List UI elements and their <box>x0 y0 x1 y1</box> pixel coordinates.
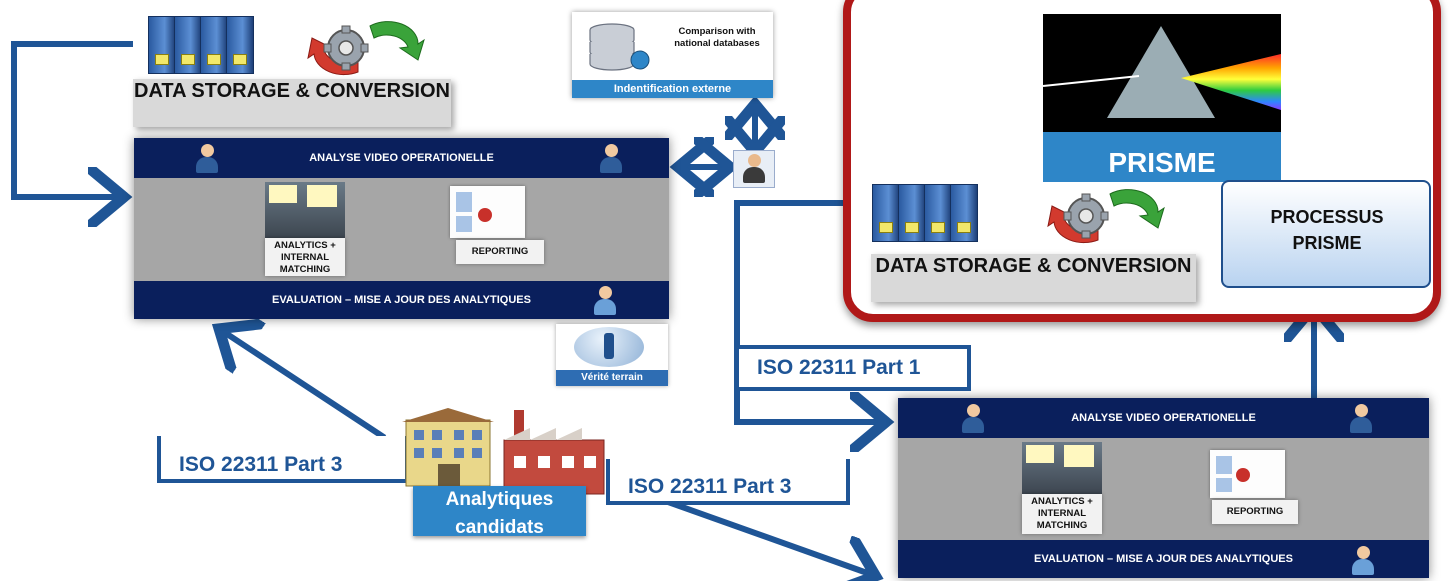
left-panel-bottom-title: EVALUATION – MISE A JOUR DES ANALYTIQUES <box>272 294 531 306</box>
database-icon <box>589 23 650 71</box>
left-analytics-label: ANALYTICS + INTERNAL MATCHING <box>265 238 345 276</box>
left-panel-user-icon-c <box>592 286 618 316</box>
right-panel-user-icon-c <box>1350 546 1376 576</box>
data-storage-left-label: DATA STORAGE & CONVERSION <box>133 79 451 127</box>
iso-part1-label: ISO 22311 Part 1 <box>735 345 971 391</box>
candidats-to-left-panel-arrow <box>224 332 387 441</box>
left-analytics-thumbnail <box>265 182 345 238</box>
right-panel-bottom-band: EVALUATION – MISE A JOUR DES ANALYTIQUES <box>898 540 1429 578</box>
prisme-title: PRISME <box>1043 132 1281 182</box>
data-storage-right-label: DATA STORAGE & CONVERSION <box>871 254 1196 302</box>
binders-icon <box>148 12 258 76</box>
right-reporting-label: REPORTING <box>1212 500 1298 524</box>
right-analytics-label: ANALYTICS + INTERNAL MATCHING <box>1022 494 1102 534</box>
right-panel-top-title: ANALYSE VIDEO OPERATIONELLE <box>1071 412 1256 424</box>
right-panel-top-band: ANALYSE VIDEO OPERATIONELLE <box>898 398 1429 438</box>
right-panel-user-icon-a <box>960 404 986 434</box>
external-identification-card: Comparison with national databases Inden… <box>572 12 773 98</box>
storage-to-panel-arrow <box>11 41 133 197</box>
right-analytics-thumbnail <box>1022 442 1102 494</box>
prism-icon <box>1043 14 1281 132</box>
iso-part3-right-label: ISO 22311 Part 3 <box>606 459 850 505</box>
left-analysis-panel: ANALYSE VIDEO OPERATIONELLE ANALYTICS + … <box>134 138 669 319</box>
building-icon <box>402 408 494 487</box>
right-analysis-panel: ANALYSE VIDEO OPERATIONELLE ANALYTICS + … <box>898 398 1429 578</box>
iso-part1-arrow <box>734 200 880 422</box>
left-panel-bottom-band: EVALUATION – MISE A JOUR DES ANALYTIQUES <box>134 281 669 319</box>
external-title: Comparison with national databases <box>674 26 760 49</box>
left-panel-top-title: ANALYSE VIDEO OPERATIONELLE <box>309 152 494 164</box>
factory-icon <box>503 410 605 495</box>
binders-icon <box>872 180 982 244</box>
verite-terrain-label: Vérité terrain <box>556 370 668 386</box>
external-label: Indentification externe <box>572 80 773 98</box>
analyst-icon <box>733 150 775 188</box>
right-panel-bottom-title: EVALUATION – MISE A JOUR DES ANALYTIQUES <box>1034 553 1293 565</box>
scroll-icon: PROCESSUS PRISME <box>1221 180 1431 288</box>
gear-cycle-icon <box>307 21 425 76</box>
info-icon <box>574 327 644 367</box>
verite-terrain-card: Vérité terrain <box>556 324 668 386</box>
processus-prisme-label: PROCESSUS PRISME <box>1270 207 1384 253</box>
left-panel-user-icon-b <box>598 144 624 174</box>
gear-cycle-icon <box>1047 189 1165 244</box>
candidats-label: Analytiques candidats <box>413 486 586 536</box>
right-report-thumbnail <box>1210 450 1285 498</box>
left-panel-user-icon-a <box>194 144 220 174</box>
left-report-thumbnail <box>450 186 525 238</box>
right-panel-user-icon-b <box>1348 404 1374 434</box>
left-panel-top-band: ANALYSE VIDEO OPERATIONELLE <box>134 138 669 178</box>
candidats-to-right-panel-arrow <box>636 488 870 574</box>
left-reporting-label: REPORTING <box>456 240 544 264</box>
iso-part3-left-label: ISO 22311 Part 3 <box>157 436 409 483</box>
